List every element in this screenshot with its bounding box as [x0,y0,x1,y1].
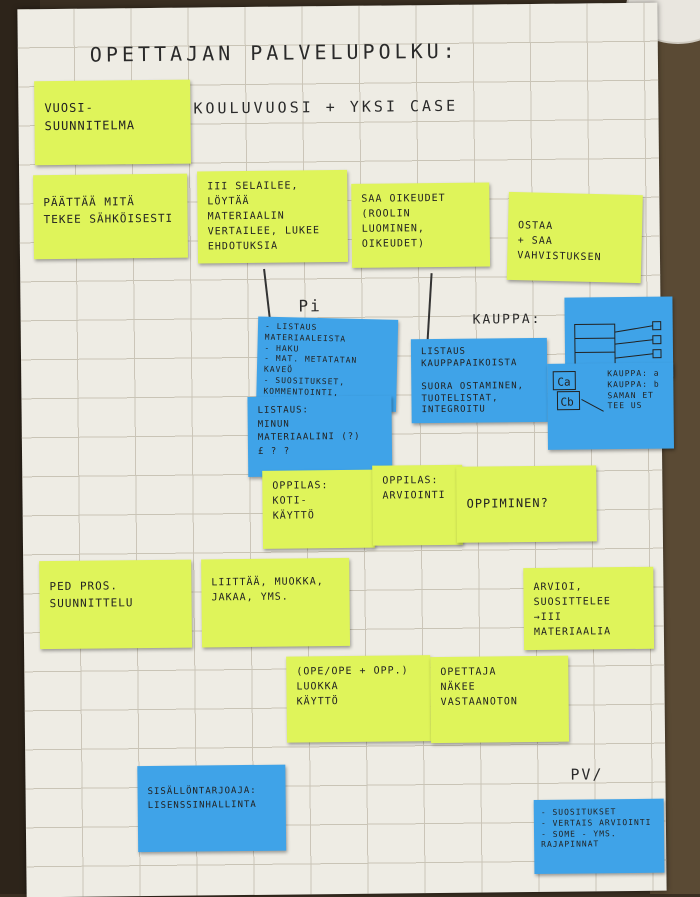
note-vuosisuunnitelma: VUOSI- SUUNNITELMA [34,80,191,166]
note-liittaa: LIITTÄÄ, MUOKKA, JAKAA, YMS. [201,558,350,648]
note-saa-oikeudet: SAA OIKEUDET (ROOLIN LUOMINEN, OIKEUDET) [351,182,490,267]
note-arvioi: ARVIOI, SUOSITTELEE →III MATERIAALIA [523,567,654,650]
label-pi: Pi [298,296,321,315]
label-kauppa: KAUPPA: [473,312,542,328]
note-ped-pros: PED PROS. SUUNNITTELU [39,560,192,650]
note-sisallontarjoaja: SISÄLLÖNTARJOAJA: LISENSSINHALLINTA [137,765,286,853]
note-selailee: III SELAILEE, LÖYTÄÄ MATERIAALIN VERTAIL… [197,170,348,264]
note-oppilas-arviointi: OPPILAS: ARVIOINTI [372,465,463,546]
board-title: OPETTAJAN PALVELUPOLKU: [90,39,459,67]
note-paattaa: PÄÄTTÄÄ MITÄ TEKEE SÄHKÖISESTI [33,174,188,260]
sketch-shop-icon: Ca Cb [551,369,607,416]
note-oppiminen: OPPIMINEN? [456,465,597,542]
svg-text:Cb: Cb [560,396,573,409]
note-listaus-minun: LISTAUS: MINUN MATERIAALINI (?) £ ? ? [247,395,392,477]
svg-text:Ca: Ca [557,376,570,389]
flipchart-paper: OPETTAJAN PALVELUPOLKU: KOULUVUOSI + YKS… [17,3,666,897]
note-oppilas-koti: OPPILAS: KOTI- KÄYTTÖ [262,470,375,549]
note-opettaja-nakee: OPETTAJA NÄKEE VASTAANOTON [430,656,569,743]
note-luokka: (OPE/OPE + OPP.) LUOKKA KÄYTTÖ [286,655,431,743]
note-listaus-kauppa: LISTAUS KAUPPAPAIKOISTA SUORA OSTAMINEN,… [411,338,548,423]
connector-line-kauppa [426,273,432,343]
board-subtitle: KOULUVUOSI + YKSI CASE [193,97,458,118]
note-suositukset: - SUOSITUKSET - VERTAIS ARVIOINTI - SOME… [534,799,665,874]
label-pv: PV/ [570,765,603,783]
note-ostaa: OSTAA + SAA VAHVISTUKSEN [507,192,643,283]
